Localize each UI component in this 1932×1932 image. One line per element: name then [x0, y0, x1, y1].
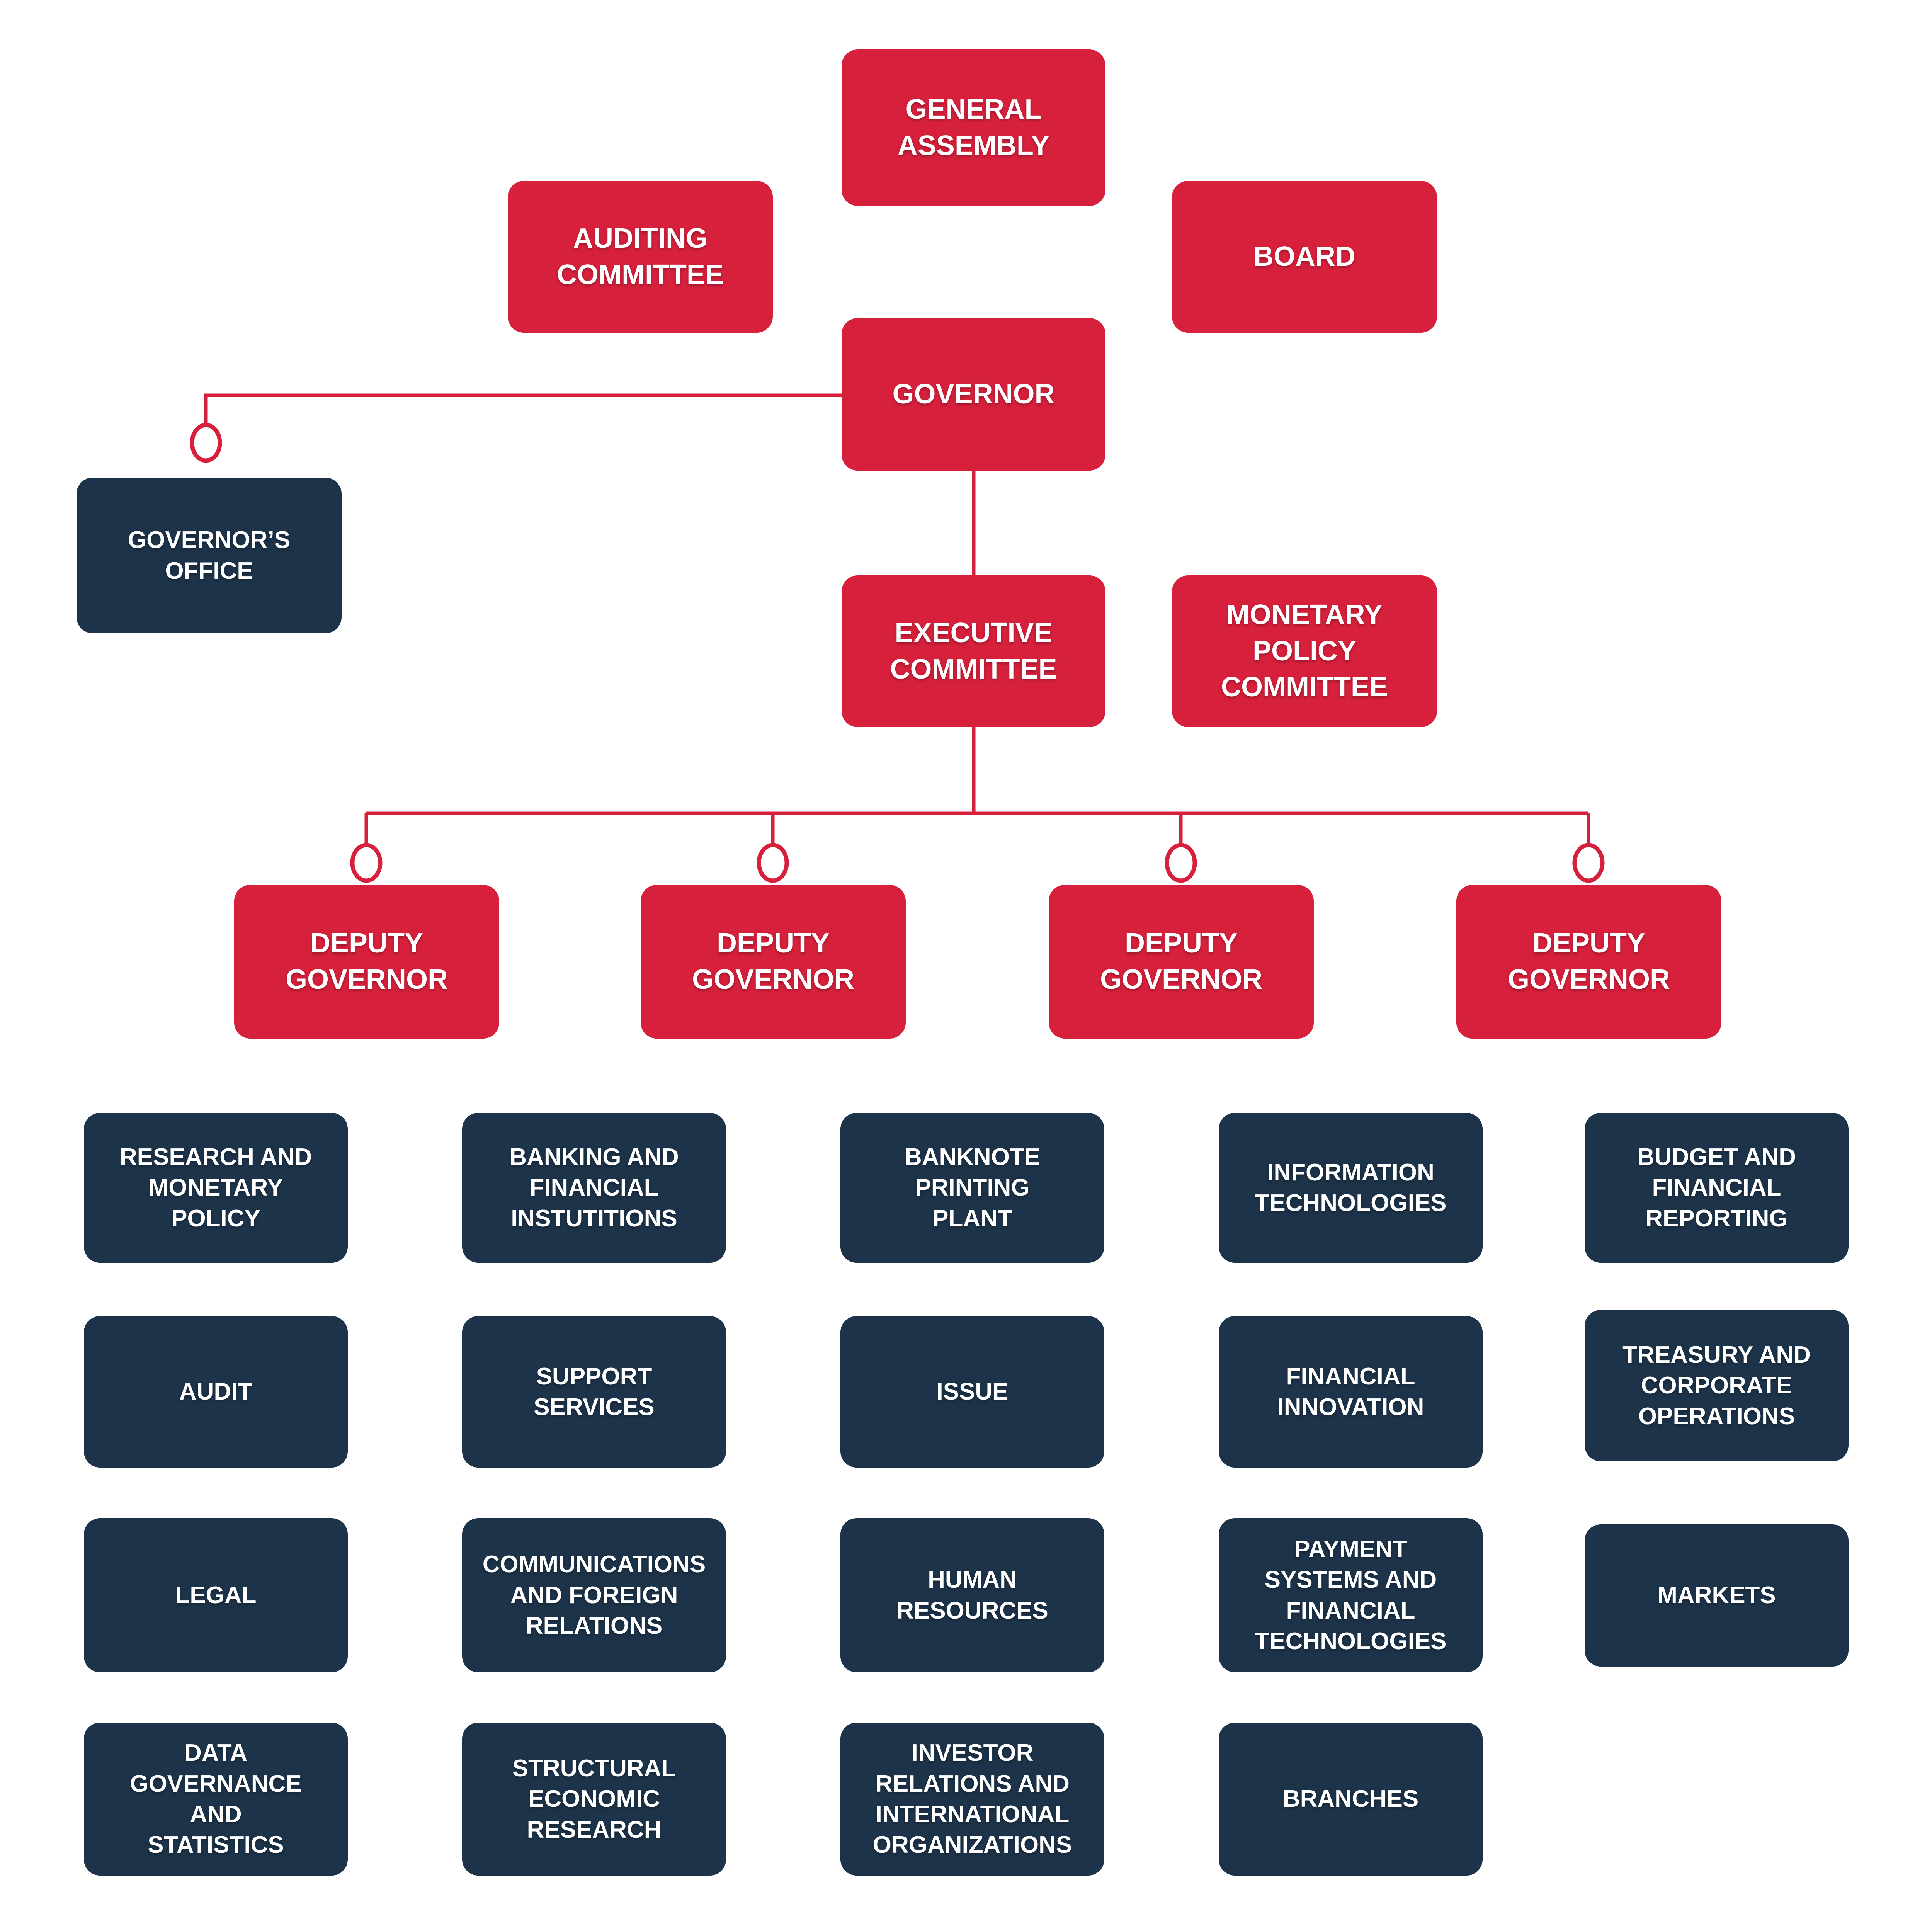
node-auditing-committee: AUDITING COMMITTEE [508, 181, 773, 333]
node-governor-label: GOVERNOR [892, 378, 1055, 410]
node-human-resources: HUMAN RESOURCES [840, 1518, 1104, 1672]
node-structural-economic-research: STRUCTURAL ECONOMIC RESEARCH [462, 1723, 726, 1876]
node-financial-innovation-label: FINANCIAL INNOVATION [1277, 1363, 1424, 1420]
node-payment-systems-and-financial-technologies-label: PAYMENT SYSTEMS AND FINANCIAL TECHNOLOGI… [1255, 1536, 1447, 1655]
node-deputy-governor-3: DEPUTY GOVERNOR [1049, 885, 1314, 1039]
node-research-and-monetary-policy: RESEARCH AND MONETARY POLICY [84, 1113, 348, 1263]
node-executive-committee-label: EXECUTIVE COMMITTEE [890, 617, 1057, 685]
node-legal-label: LEGAL [175, 1582, 257, 1609]
node-executive-committee: EXECUTIVE COMMITTEE [842, 575, 1105, 727]
node-investor-relations-and-international-organizations: INVESTOR RELATIONS AND INTERNATIONAL ORG… [840, 1723, 1104, 1876]
node-issue: ISSUE [840, 1316, 1104, 1468]
node-investor-relations-and-international-organizations-label: INVESTOR RELATIONS AND INTERNATIONAL ORG… [872, 1740, 1072, 1859]
node-deputy-governor-3-label: DEPUTY GOVERNOR [1100, 928, 1263, 995]
node-deputy-governor-1-label: DEPUTY GOVERNOR [285, 928, 448, 995]
connector-circle-deputy-1 [350, 843, 383, 883]
node-deputy-governor-4-label: DEPUTY GOVERNOR [1507, 928, 1670, 995]
node-monetary-policy-committee: MONETARY POLICY COMMITTEE [1172, 575, 1437, 727]
node-audit: AUDIT [84, 1316, 348, 1468]
connector-circle-governors-office [190, 423, 222, 463]
node-board-label: BOARD [1253, 241, 1355, 272]
node-information-technologies-label: INFORMATION TECHNOLOGIES [1255, 1159, 1447, 1216]
connector-circle-deputy-3 [1165, 843, 1197, 883]
node-communications-and-foreign-relations: COMMUNICATIONS AND FOREIGN RELATIONS [462, 1518, 726, 1672]
node-issue-label: ISSUE [936, 1378, 1009, 1405]
node-budget-and-financial-reporting: BUDGET AND FINANCIAL REPORTING [1585, 1113, 1849, 1263]
node-markets-label: MARKETS [1657, 1582, 1776, 1609]
node-markets: MARKETS [1585, 1524, 1849, 1667]
node-governors-office: GOVERNOR’S OFFICE [77, 478, 342, 633]
node-governors-office-label: GOVERNOR’S OFFICE [128, 527, 291, 584]
node-legal: LEGAL [84, 1518, 348, 1672]
node-budget-and-financial-reporting-label: BUDGET AND FINANCIAL REPORTING [1637, 1143, 1796, 1232]
node-banking-and-financial-instutitions: BANKING AND FINANCIAL INSTUTITIONS [462, 1113, 726, 1263]
node-treasury-and-corporate-operations-label: TREASURY AND CORPORATE OPERATIONS [1622, 1341, 1811, 1430]
connector-circle-deputy-4 [1572, 843, 1605, 883]
node-deputy-governor-2-label: DEPUTY GOVERNOR [692, 928, 855, 995]
node-governor: GOVERNOR [842, 318, 1105, 471]
node-audit-label: AUDIT [179, 1378, 253, 1405]
node-board: BOARD [1172, 181, 1437, 333]
node-general-assembly-label: GENERAL ASSEMBLY [897, 94, 1050, 161]
node-financial-innovation: FINANCIAL INNOVATION [1219, 1316, 1483, 1468]
node-general-assembly: GENERAL ASSEMBLY [842, 49, 1105, 206]
node-data-governance-and-statistics: DATA GOVERNANCE AND STATISTICS [84, 1723, 348, 1876]
node-human-resources-label: HUMAN RESOURCES [896, 1566, 1048, 1624]
node-communications-and-foreign-relations-label: COMMUNICATIONS AND FOREIGN RELATIONS [482, 1551, 706, 1639]
connector-governor-to-governors-office [204, 393, 842, 425]
node-payment-systems-and-financial-technologies: PAYMENT SYSTEMS AND FINANCIAL TECHNOLOGI… [1219, 1518, 1483, 1672]
node-support-services: SUPPORT SERVICES [462, 1316, 726, 1468]
node-structural-economic-research-label: STRUCTURAL ECONOMIC RESEARCH [512, 1755, 676, 1843]
node-information-technologies: INFORMATION TECHNOLOGIES [1219, 1113, 1483, 1263]
node-branches-label: BRANCHES [1282, 1786, 1419, 1813]
node-treasury-and-corporate-operations: TREASURY AND CORPORATE OPERATIONS [1585, 1310, 1849, 1461]
node-auditing-committee-label: AUDITING COMMITTEE [557, 223, 724, 290]
node-banknote-printing-plant: BANKNOTE PRINTING PLANT [840, 1113, 1104, 1263]
connector-circle-deputy-2 [757, 843, 789, 883]
node-support-services-label: SUPPORT SERVICES [534, 1363, 655, 1420]
node-banknote-printing-plant-label: BANKNOTE PRINTING PLANT [904, 1143, 1041, 1232]
node-deputy-governor-2: DEPUTY GOVERNOR [641, 885, 906, 1039]
node-monetary-policy-committee-label: MONETARY POLICY COMMITTEE [1221, 599, 1388, 703]
node-research-and-monetary-policy-label: RESEARCH AND MONETARY POLICY [119, 1143, 312, 1232]
node-banking-and-financial-instutitions-label: BANKING AND FINANCIAL INSTUTITIONS [509, 1143, 679, 1232]
node-deputy-governor-4: DEPUTY GOVERNOR [1456, 885, 1721, 1039]
node-branches: BRANCHES [1219, 1723, 1483, 1876]
node-data-governance-and-statistics-label: DATA GOVERNANCE AND STATISTICS [130, 1740, 302, 1859]
node-deputy-governor-1: DEPUTY GOVERNOR [234, 885, 499, 1039]
